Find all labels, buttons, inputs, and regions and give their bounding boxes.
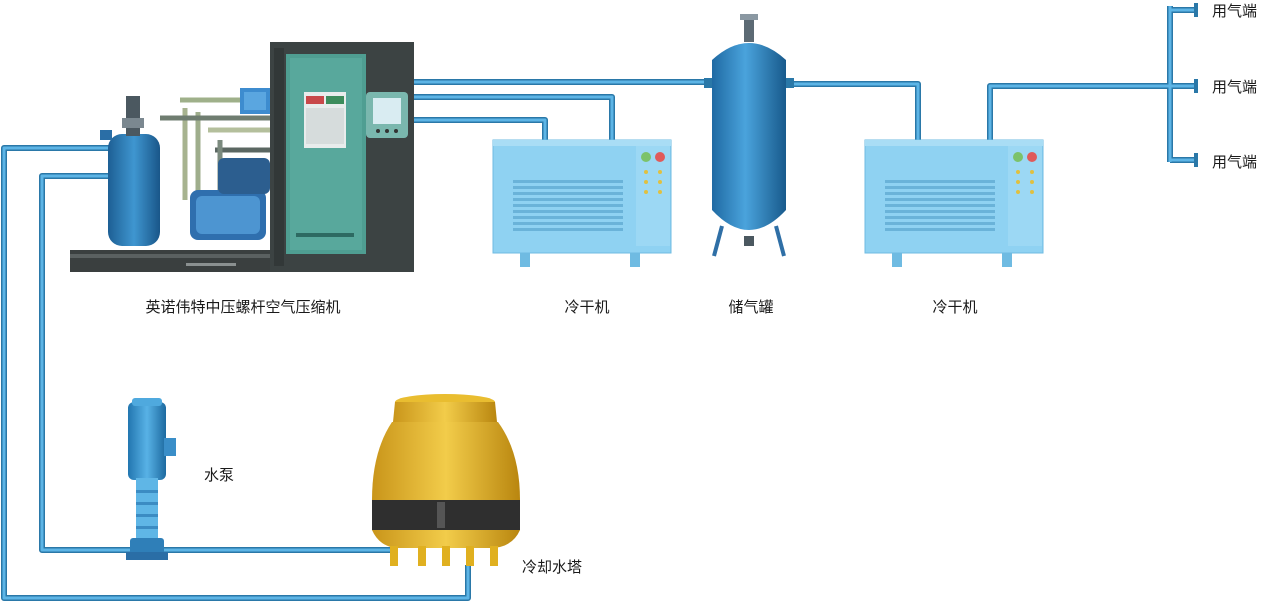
label-pump: 水泵: [204, 466, 235, 484]
compressor-unit: [70, 42, 414, 272]
label-compressor: 英诺伟特中压螺杆空气压缩机: [145, 298, 341, 316]
label-outlet-2: 用气端: [1212, 78, 1258, 96]
label-outlet-1: 用气端: [1212, 2, 1258, 20]
water-pump: [126, 398, 176, 560]
dryer-unit-1: [492, 139, 672, 267]
cooling-tower: [372, 394, 520, 566]
label-outlet-3: 用气端: [1212, 153, 1258, 171]
label-dryer-1: 冷干机: [564, 298, 610, 316]
label-tank: 储气罐: [728, 298, 774, 316]
label-tower: 冷却水塔: [522, 558, 583, 576]
label-dryer-2: 冷干机: [932, 298, 978, 316]
dryer-unit-2: [864, 139, 1044, 267]
piping: [1, 3, 1198, 601]
air-receiver-tank: [704, 14, 794, 257]
